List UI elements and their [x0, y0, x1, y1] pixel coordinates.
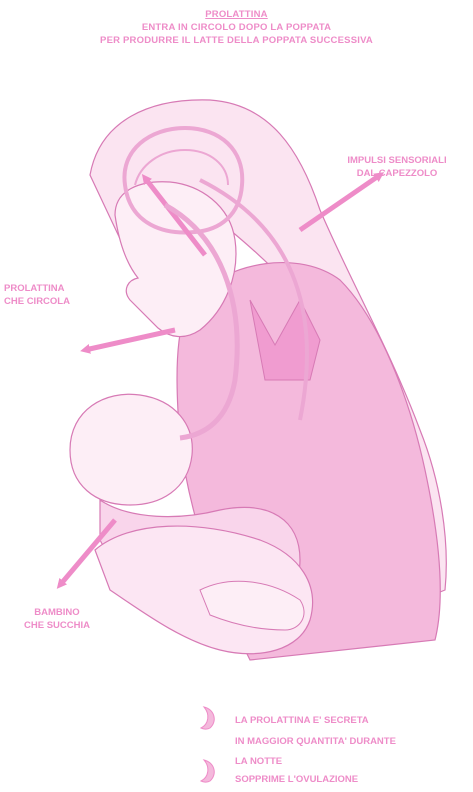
label-baby-line-1: BAMBINO [12, 607, 102, 620]
label-circulating-line-1: PROLATTINA [4, 283, 99, 296]
note-line-2: IN MAGGIOR QUANTITA' DURANTE [235, 737, 396, 747]
label-baby-line-2: CHE SUCCHIA [12, 620, 102, 633]
arrow-circulating [85, 330, 175, 350]
label-baby: BAMBINO CHE SUCCHIA [12, 607, 102, 633]
label-circulating-line-2: CHE CIRCOLA [4, 296, 99, 309]
moon-icon [197, 705, 221, 731]
note-line-4: SOPPRIME L'OVULAZIONE [235, 775, 358, 785]
note-line-3: LA NOTTE [235, 757, 282, 767]
baby-head [70, 394, 192, 505]
label-impulses: IMPULSI SENSORIALI DAL CAPEZZOLO [327, 155, 467, 181]
label-impulses-line-2: DAL CAPEZZOLO [327, 168, 467, 181]
note-line-1: LA PROLATTINA E' SECRETA [235, 716, 369, 726]
moon-icon [197, 758, 221, 784]
label-impulses-line-1: IMPULSI SENSORIALI [327, 155, 467, 168]
label-circulating: PROLATTINA CHE CIRCOLA [4, 283, 99, 309]
